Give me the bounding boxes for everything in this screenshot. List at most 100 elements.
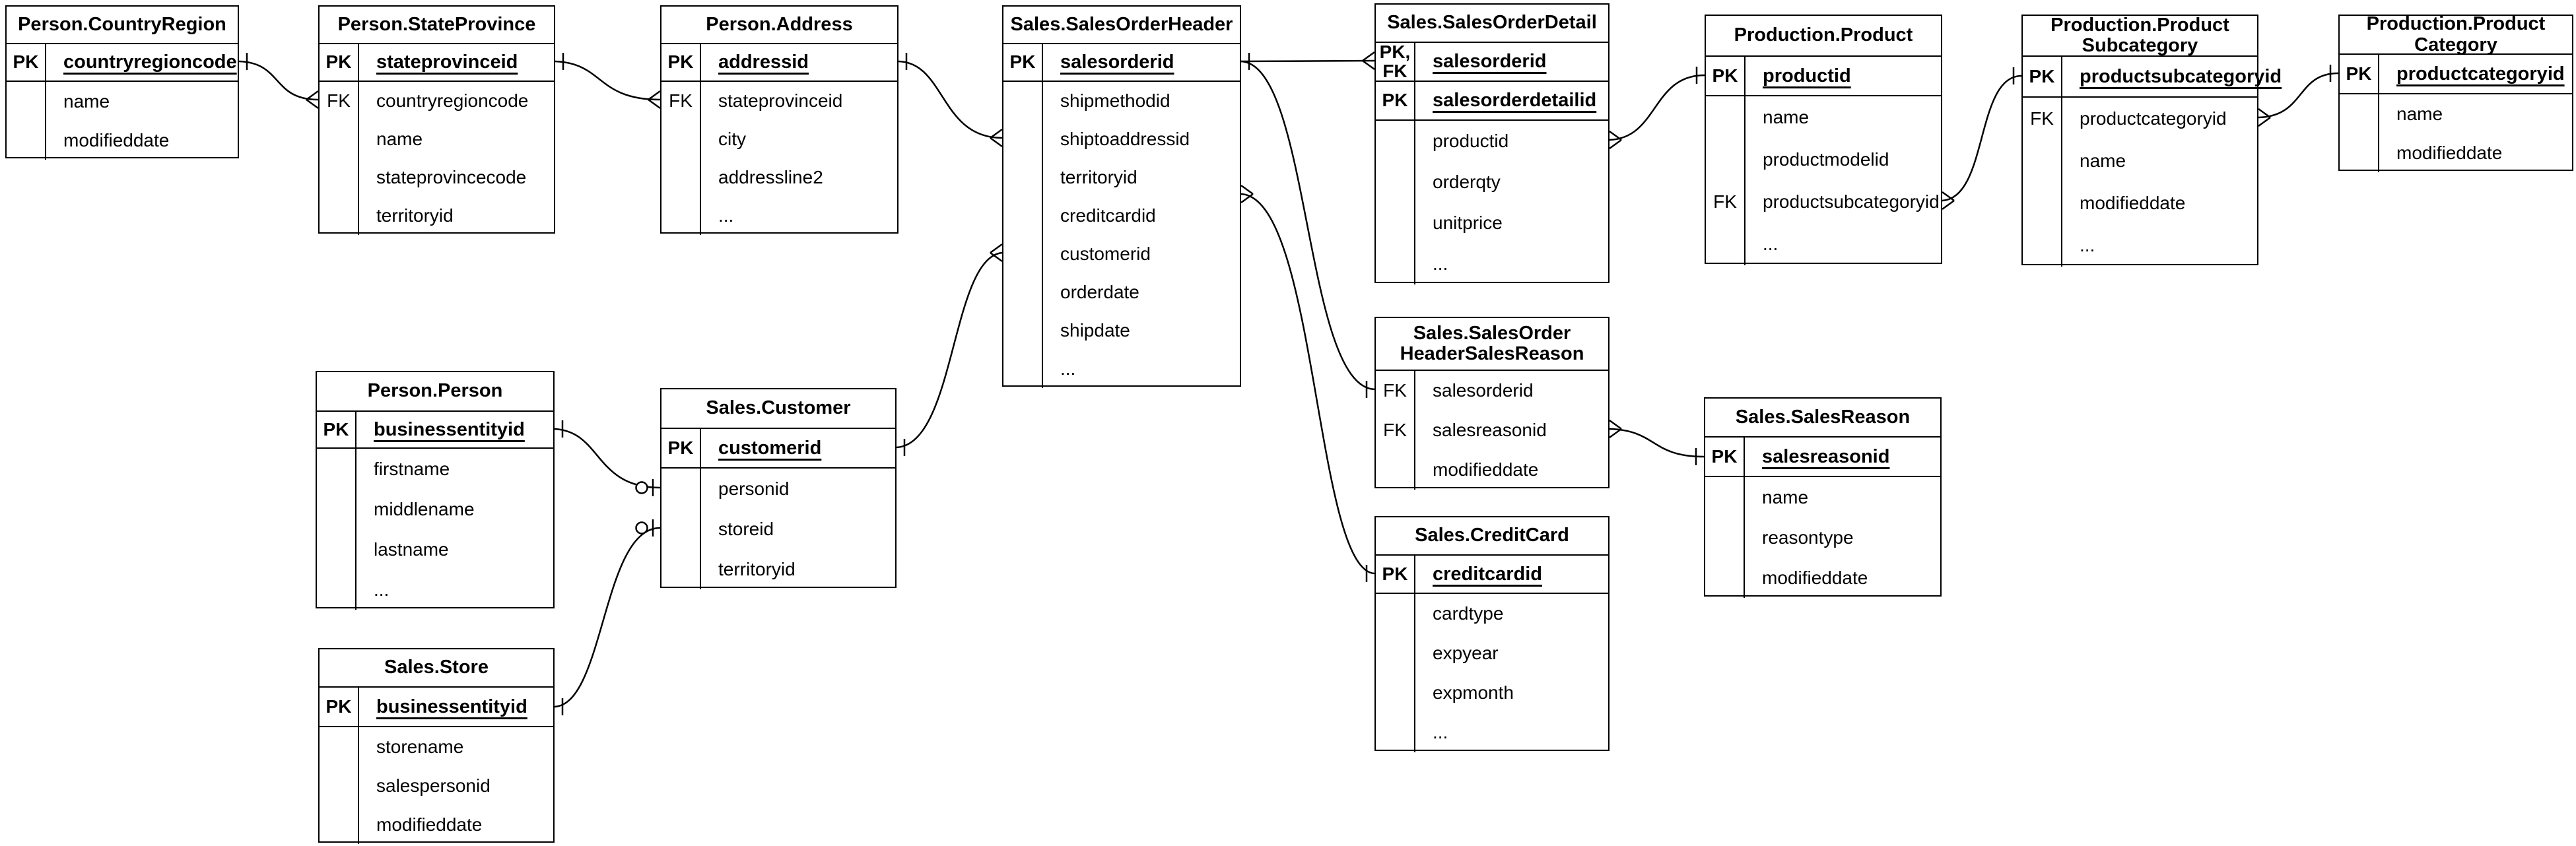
field-name: modifieddate	[2080, 193, 2186, 213]
connector-address-salesorderheader[interactable]	[898, 53, 1003, 148]
field-row: middlename	[317, 489, 553, 529]
fk-badge	[1376, 673, 1415, 713]
field-name: lastname	[374, 538, 449, 560]
field-row: unitprice	[1376, 203, 1608, 244]
fk-badge	[1376, 450, 1415, 490]
fk-badge	[320, 158, 359, 197]
table-title: Person.Person	[317, 372, 553, 412]
field-name: storename	[376, 736, 464, 757]
field-row: productmodelid	[1706, 139, 1941, 181]
field-name: orderdate	[1060, 282, 1139, 302]
field-name: middlename	[374, 498, 475, 519]
field-row: productid	[1376, 121, 1608, 162]
field-name: name	[1763, 107, 1810, 127]
fk-badge	[1003, 311, 1043, 350]
fk-badge	[2340, 94, 2379, 133]
field-name: name	[376, 129, 423, 149]
connector-headersalesreason-salesreason[interactable]	[1609, 419, 1705, 465]
fk-badge	[7, 121, 46, 160]
field-name: productmodelid	[1763, 149, 1889, 170]
connector-countryregion-stateprovince[interactable]	[238, 53, 319, 110]
fk-badge	[661, 549, 701, 589]
key-field-name: salesreasonid	[1762, 445, 1890, 467]
field-name: salespersonid	[376, 775, 491, 796]
field-name: countryregioncode	[376, 90, 529, 111]
connector-person-customer[interactable]	[554, 420, 661, 496]
fk-badge	[1376, 162, 1415, 203]
field-name: name	[1762, 486, 1809, 507]
connector-product-productsubcategory[interactable]	[1942, 67, 2022, 211]
connector-salesorderdetail-product[interactable]	[1609, 67, 1705, 150]
fk-badge	[2023, 224, 2062, 267]
field-row: name	[7, 82, 238, 121]
connector-store-customer[interactable]	[554, 519, 661, 715]
field-name: ...	[374, 579, 390, 600]
fk-badge	[661, 158, 701, 197]
field-row: territoryid	[1003, 158, 1240, 197]
fk-badge	[1705, 477, 1745, 517]
field-row: ...	[317, 569, 553, 610]
field-name: orderqty	[1433, 172, 1501, 192]
connector-stateprovince-address[interactable]	[555, 53, 661, 110]
field-name: ...	[1763, 234, 1779, 254]
field-name: shiptoaddressid	[1060, 129, 1190, 149]
connector-salesorderheader-creditcard[interactable]	[1240, 184, 1375, 582]
field-name: personid	[718, 478, 790, 499]
field-name: ...	[1060, 358, 1076, 379]
fk-badge	[1003, 273, 1043, 311]
field-name: salesreasonid	[1433, 420, 1547, 440]
field-row: orderdate	[1003, 273, 1240, 311]
key-badge: PK	[1705, 438, 1745, 476]
field-row: name	[1706, 96, 1941, 139]
connector-salesorderheader-headersalesreason[interactable]	[1240, 60, 1375, 398]
field-name: stateprovinceid	[718, 90, 843, 111]
field-row: storeid	[661, 509, 895, 549]
fk-badge	[1003, 235, 1043, 273]
field-row: ...	[1003, 350, 1240, 388]
connector-customer-salesorderheader[interactable]	[896, 243, 1003, 456]
key-badge: PK	[1376, 556, 1415, 593]
field-row: stateprovincecode	[320, 158, 554, 197]
fk-badge: FK	[320, 82, 359, 120]
field-row: name	[2340, 94, 2572, 133]
field-row: expyear	[1376, 634, 1608, 673]
field-name: name	[2396, 103, 2443, 124]
table-title: Production.Product Subcategory	[2023, 15, 2257, 57]
connector-salesorderheader-salesorderdetail[interactable]	[1240, 51, 1375, 71]
key-field-name: salesorderdetailid	[1433, 90, 1597, 111]
fk-badge	[661, 469, 701, 509]
table-title: Sales.CreditCard	[1376, 517, 1608, 556]
fk-badge	[317, 529, 356, 569]
key-field-name: salesorderid	[1433, 51, 1547, 72]
table-title: Sales.SalesOrder HeaderSalesReason	[1376, 318, 1608, 371]
fk-badge	[1705, 558, 1745, 598]
fk-badge	[317, 449, 356, 489]
field-name: modifieddate	[63, 129, 170, 150]
key-row: PK salesreasonid	[1705, 438, 1940, 477]
fk-badge	[1706, 96, 1746, 139]
key-badge: PK	[1706, 57, 1746, 95]
field-name: productcategoryid	[2080, 108, 2227, 129]
fk-badge	[1706, 139, 1746, 181]
field-name: modifieddate	[1762, 567, 1868, 588]
